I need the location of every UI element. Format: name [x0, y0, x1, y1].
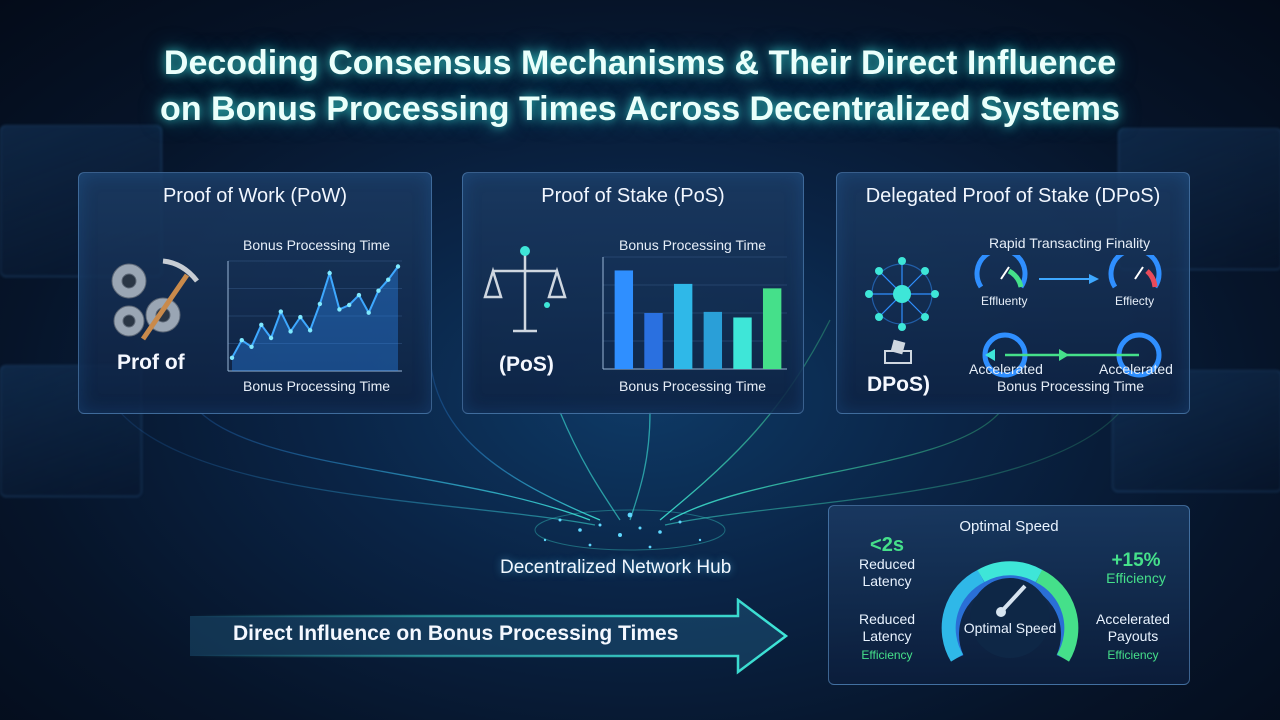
pos-bar: [673, 283, 693, 369]
pos-side-label: (PoS): [499, 353, 554, 376]
latency-value-label-2: Latency: [862, 573, 912, 589]
pow-chart-top-label: Bonus Processing Time: [243, 237, 391, 253]
pow-data-point: [307, 328, 313, 333]
pow-data-point: [327, 270, 332, 276]
pow-data-point: [366, 310, 371, 315]
pow-data-point: [317, 301, 323, 307]
pos-bar: [614, 270, 634, 369]
ballot-box-icon: [884, 339, 912, 364]
speed-gauge: [941, 561, 1079, 662]
network-nodes-icon: [865, 257, 939, 331]
pow-data-point: [298, 314, 303, 320]
dpos-heading: Delegated Proof of Stake (DPoS): [865, 185, 1161, 207]
dpos-finality-label: Rapid Transacting Finality: [989, 235, 1151, 251]
title-line-1: Decoding Consensus Mechanisms & Their Di…: [163, 44, 1117, 82]
right-sub-3: Efficiency: [1107, 648, 1159, 662]
direct-influence-label: Direct Influence on Bonus Processing Tim…: [233, 622, 679, 645]
pos-card: Proof of Stake (PoS) (PoS) Bonus Process…: [462, 172, 804, 414]
pow-data-point: [386, 277, 391, 282]
pow-data-point: [229, 355, 235, 360]
pos-bar-chart: [602, 256, 787, 370]
pow-data-point: [278, 309, 284, 314]
page-title: Decoding Consensus Mechanisms & Their Di…: [0, 40, 1280, 132]
pos-bar: [703, 311, 723, 369]
direct-influence-arrow: [190, 598, 789, 675]
dpos-gauge-left-label: Effluenty: [981, 294, 1028, 308]
balance-scale-icon: [483, 246, 567, 333]
left-sub-3: Efficiency: [861, 648, 913, 662]
pow-data-point: [259, 322, 264, 327]
pow-data-point: [268, 335, 274, 341]
right-sub-1: Accelerated: [1096, 611, 1170, 627]
pow-data-point: [337, 307, 342, 312]
dpos-gauge-right-label: Effiecty: [1115, 294, 1155, 308]
gears-pickaxe-icon: [111, 258, 199, 341]
pow-data-point: [239, 338, 244, 343]
dpos-cycle-left-label: Accelerated: [969, 361, 1043, 377]
left-sub-1: Reduced: [858, 611, 916, 627]
pow-data-point: [249, 344, 254, 349]
pow-line-chart: [227, 260, 402, 372]
pow-data-point: [288, 329, 293, 334]
pos-chart-top-label: Bonus Processing Time: [619, 237, 767, 253]
pow-card: Proof of Work (PoW) Prof of Bonus Proces…: [78, 172, 432, 414]
optimal-speed-panel: Optimal Speed <2s Reduced Latency Reduce…: [828, 505, 1190, 685]
efficiency-value-label: Efficiency: [1106, 570, 1166, 586]
dpos-card: Delegated Proof of Stake (DPoS) DPoS) Ra…: [836, 172, 1190, 414]
pos-bar: [644, 313, 663, 369]
pow-heading: Proof of Work (PoW): [162, 185, 348, 207]
pos-bar: [762, 288, 782, 369]
speed-gauge-label: Optimal Speed: [963, 620, 1057, 636]
efficiency-value: +15%: [1111, 550, 1161, 571]
network-hub-label: Decentralized Network Hub: [500, 557, 732, 578]
dpos-cycle-right-label: Accelerated: [1099, 361, 1173, 377]
latency-value-label-1: Reduced: [858, 556, 916, 572]
pow-chart-bottom-label: Bonus Processing Time: [243, 378, 391, 394]
left-sub-2: Latency: [862, 628, 912, 644]
efficiency-gauges: [974, 255, 1162, 378]
pow-data-point: [346, 302, 352, 308]
pow-data-point: [395, 264, 401, 269]
speed-panel-title: Optimal Speed: [959, 518, 1059, 535]
pos-heading: Proof of Stake (PoS): [541, 185, 725, 207]
pow-side-label: Prof of: [117, 351, 185, 374]
pow-data-point: [376, 288, 381, 293]
pow-data-point: [356, 292, 362, 298]
pow-series-line: [231, 265, 399, 359]
title-line-2: on Bonus Processing Times Across Decentr…: [160, 90, 1120, 128]
latency-value: <2s: [870, 534, 904, 556]
pos-bar: [733, 317, 752, 369]
right-sub-2: Payouts: [1107, 628, 1159, 644]
pos-chart-bottom-label: Bonus Processing Time: [619, 378, 767, 394]
dpos-side-label: DPoS): [867, 373, 930, 396]
dpos-bottom-label: Bonus Processing Time: [997, 378, 1145, 394]
